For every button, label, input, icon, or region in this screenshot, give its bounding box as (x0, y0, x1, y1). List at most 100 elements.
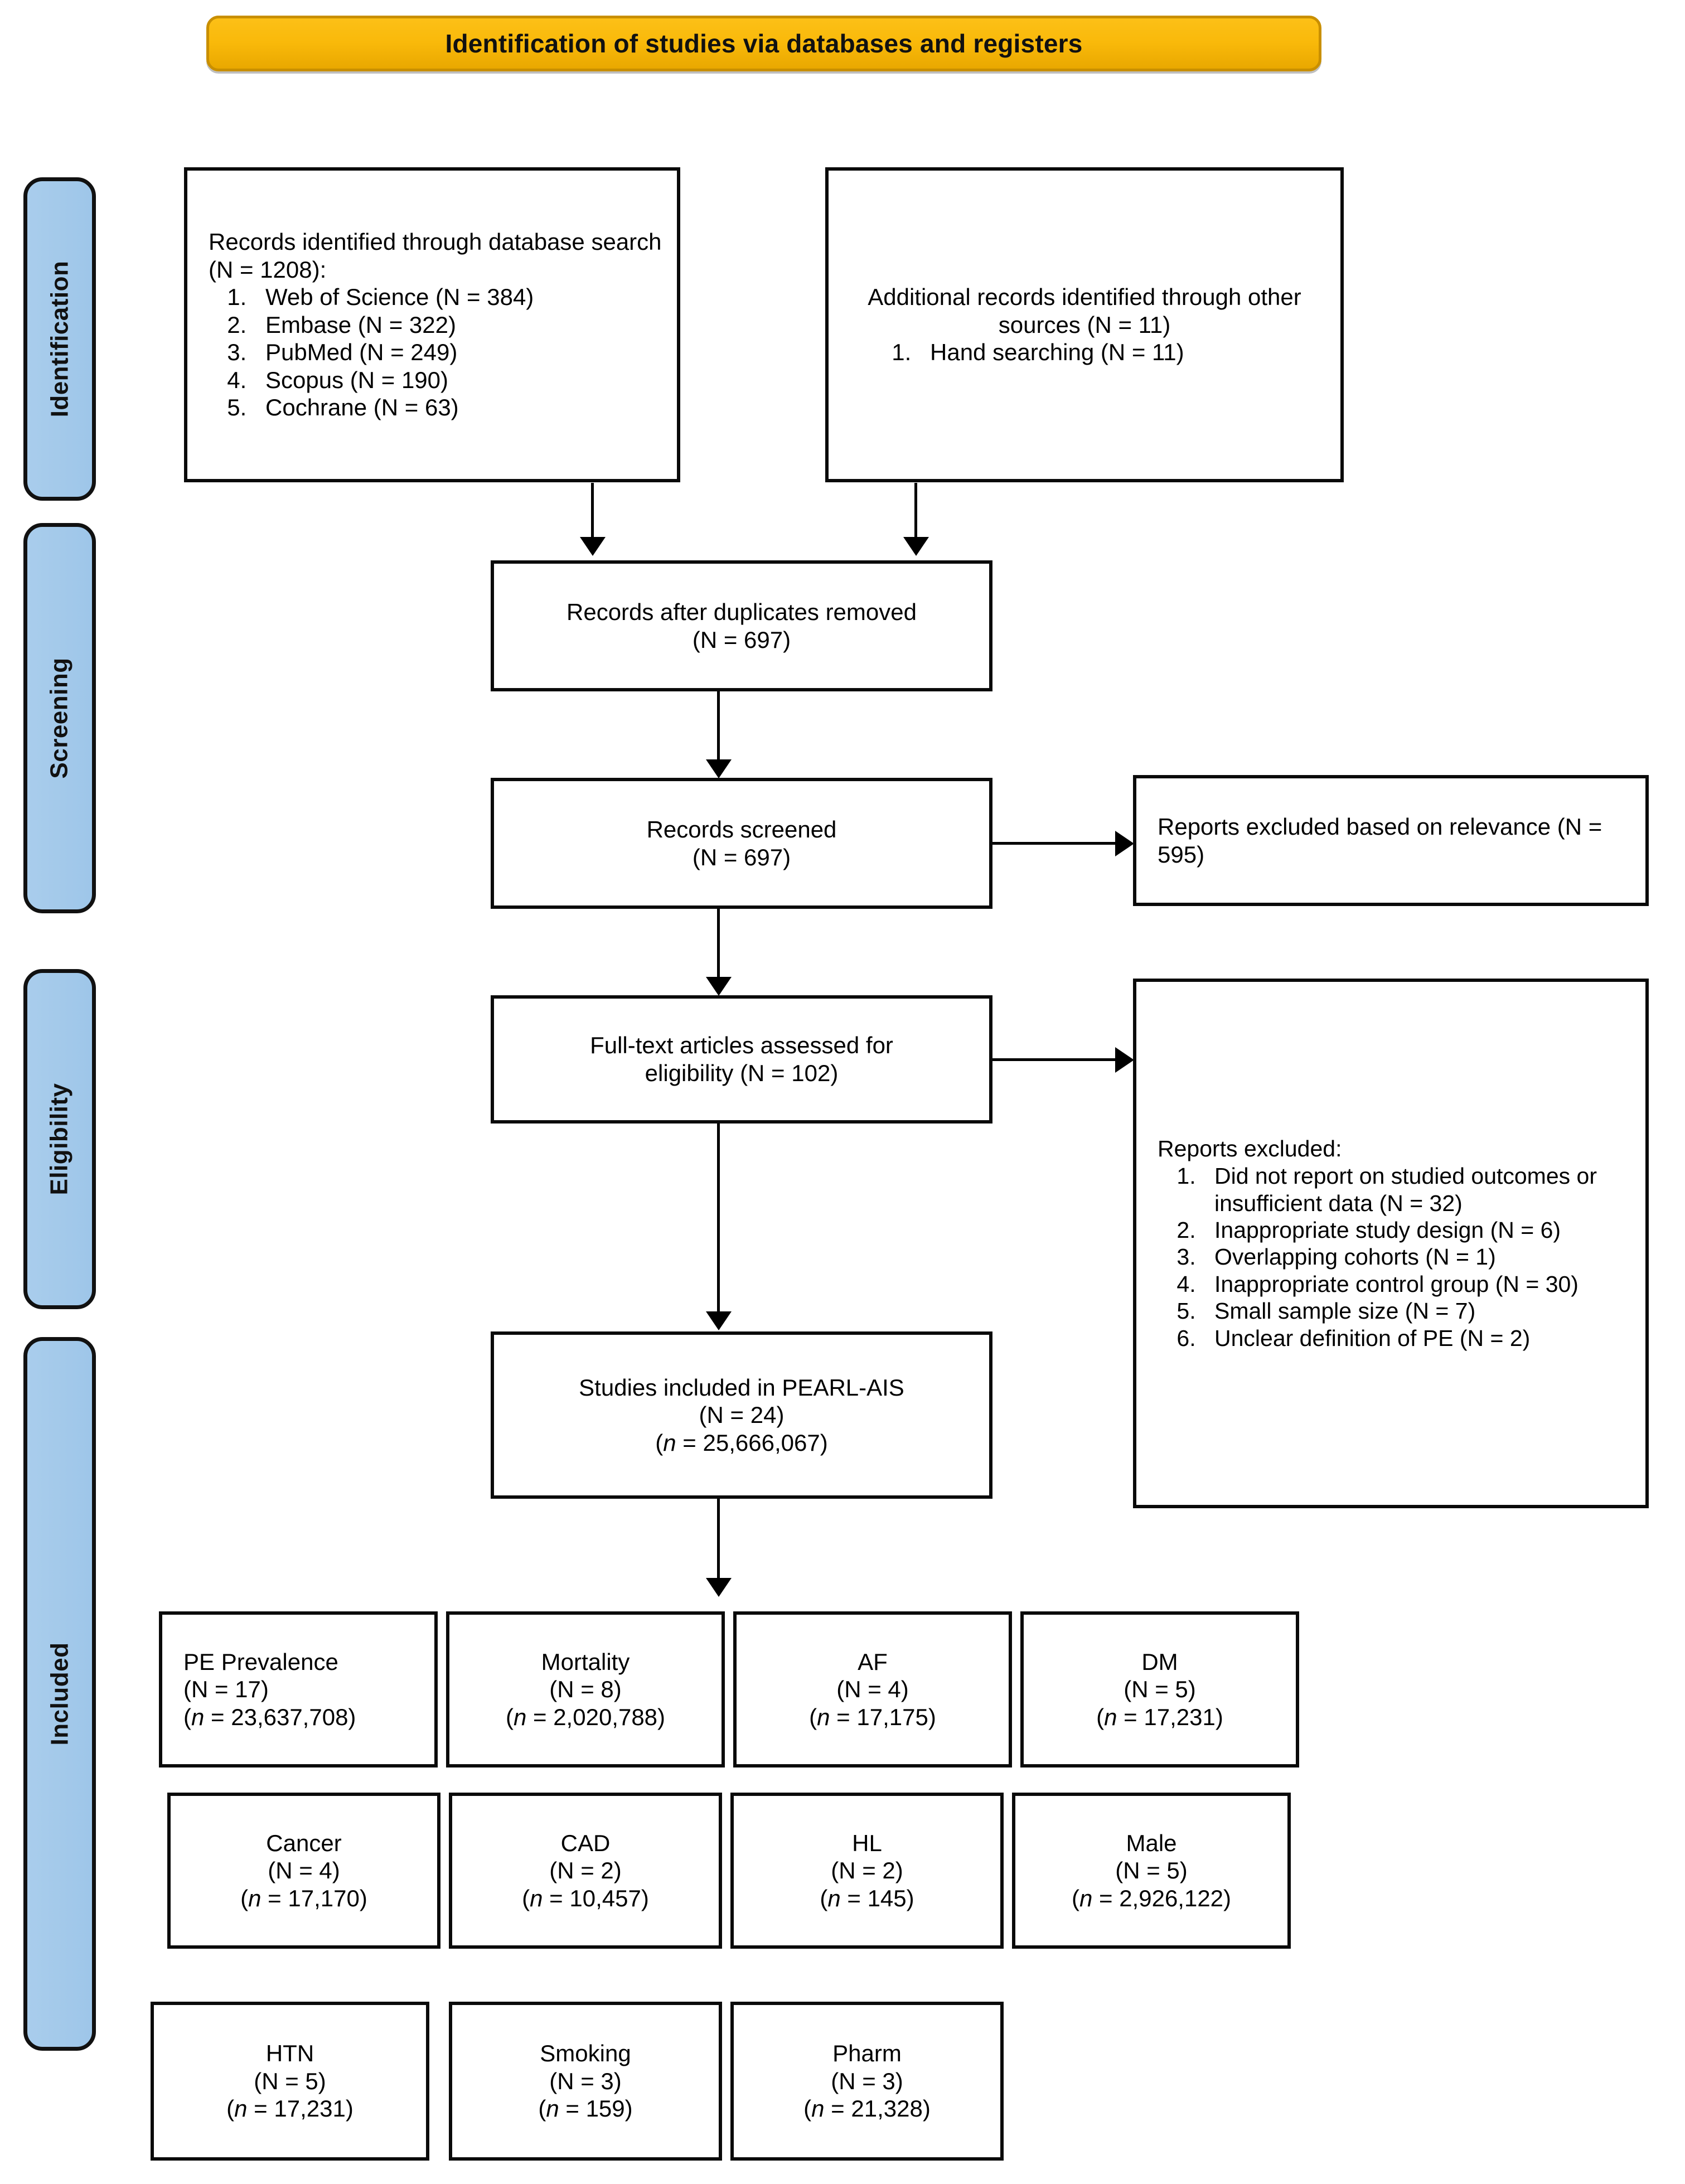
outcome-name: Male (1126, 1829, 1177, 1856)
phase-label-included: Included (23, 1337, 96, 2051)
fulltext-box-line1: Full-text articles assessed for (590, 1032, 893, 1059)
connector-db-to-duplicates (591, 483, 594, 541)
arrowhead-db-to-duplicates (580, 537, 606, 556)
paren-open: ( (809, 1703, 817, 1730)
outcome-participants: (n = 145) (820, 1885, 914, 1912)
screened-box-line2: (N = 697) (692, 844, 791, 870)
fulltext-box-line2: eligibility (N = 102) (645, 1060, 839, 1086)
included-box-line2: (N = 24) (699, 1402, 785, 1428)
outcome-box-cancer: Cancer (N = 4) (n = 17,170) (167, 1793, 440, 1949)
outcome-studies: (N = 17) (183, 1676, 269, 1703)
arrowhead-other-to-duplicates (903, 537, 929, 556)
paren-open: ( (820, 1885, 828, 1911)
italic-n: n (234, 2095, 248, 2122)
participants-value: = 17,175) (830, 1703, 936, 1730)
italic-n: n (827, 1885, 841, 1911)
screened-box-line1: Records screened (646, 816, 837, 842)
connector-fulltext-to-excluded (992, 1058, 1121, 1061)
outcome-name: HTN (265, 2040, 314, 2067)
outcome-box-dm: DM (N = 5) (n = 17,231) (1020, 1611, 1299, 1767)
italic-n: n (817, 1703, 830, 1730)
italic-n: n (191, 1703, 205, 1730)
outcome-studies: (N = 5) (1124, 1676, 1196, 1703)
arrowhead-included-to-outcomes (706, 1578, 732, 1597)
italic-n: n (663, 1429, 676, 1456)
outcome-box-htn: HTN (N = 5) (n = 17,231) (151, 2002, 429, 2161)
list-item: Inappropriate control group (N = 30) (1202, 1271, 1645, 1297)
outcome-participants: (n = 2,020,788) (506, 1703, 665, 1731)
paren-open: ( (183, 1703, 191, 1730)
additional-records-box: Additional records identified through ot… (825, 167, 1344, 482)
paren-open: ( (1096, 1703, 1105, 1730)
other-sources-list: Hand searching (N = 11) (829, 338, 1184, 366)
included-box-line3: (n = 25,666,067) (655, 1429, 827, 1457)
italic-n: n (248, 1885, 262, 1911)
list-item: Inappropriate study design (N = 6) (1202, 1217, 1645, 1243)
outcome-name: Pharm (832, 2040, 902, 2067)
italic-n: n (1104, 1703, 1117, 1730)
outcome-box-hl: HL (N = 2) (n = 145) (730, 1793, 1004, 1949)
italic-n: n (811, 2095, 825, 2122)
outcome-studies: (N = 2) (831, 1857, 903, 1884)
participants-value: = 25,666,067) (676, 1429, 828, 1456)
participants-value: = 2,020,788) (526, 1703, 666, 1730)
connector-included-to-outcomes (717, 1499, 720, 1582)
outcome-participants: (n = 10,457) (522, 1885, 649, 1912)
phase-label-eligibility: Eligibility (23, 969, 96, 1309)
records-after-duplicates-box: Records after duplicates removed (N = 69… (491, 560, 992, 691)
diagram-header-banner: Identification of studies via databases … (206, 16, 1321, 71)
participants-value: = 145) (840, 1885, 914, 1911)
outcome-studies: (N = 4) (836, 1676, 909, 1703)
list-item: Scopus (N = 190) (253, 366, 534, 394)
outcome-box-male: Male (N = 5) (n = 2,926,122) (1012, 1793, 1291, 1949)
outcome-name: Smoking (540, 2040, 631, 2067)
list-item: Unclear definition of PE (N = 2) (1202, 1325, 1645, 1352)
records-identified-database-box: Records identified through database sear… (184, 167, 680, 482)
participants-value: = 23,637,708) (204, 1703, 356, 1730)
duplicates-box-line2: (N = 697) (692, 626, 791, 653)
outcome-participants: (n = 17,231) (226, 2095, 354, 2123)
paren-open: ( (522, 1885, 530, 1911)
database-box-list: Web of Science (N = 384) Embase (N = 322… (187, 283, 534, 422)
outcome-participants: (n = 23,637,708) (162, 1703, 367, 1731)
participants-value: = 17,170) (261, 1885, 367, 1911)
arrowhead-screened-to-fulltext (706, 977, 732, 996)
included-box-line1: Studies included in PEARL-AIS (579, 1374, 904, 1401)
outcome-participants: (n = 17,231) (1096, 1703, 1223, 1731)
excluded-relevance-text: Reports excluded based on relevance (N =… (1158, 813, 1602, 868)
database-box-heading: Records identified through database sear… (209, 229, 662, 283)
italic-n: n (513, 1703, 527, 1730)
excluded-box-heading: Reports excluded: (1158, 1136, 1342, 1162)
outcome-box-af: AF (N = 4) (n = 17,175) (733, 1611, 1012, 1767)
outcome-studies: (N = 2) (549, 1857, 622, 1884)
outcome-name: Mortality (541, 1648, 630, 1675)
phase-label-screening: Screening (23, 523, 96, 913)
paren-open: ( (240, 1885, 249, 1911)
list-item: Did not report on studied outcomes or in… (1202, 1163, 1645, 1217)
outcome-participants: (n = 17,175) (809, 1703, 936, 1731)
excluded-box-list: Did not report on studied outcomes or in… (1136, 1163, 1645, 1352)
outcome-studies: (N = 4) (268, 1857, 340, 1884)
outcome-box-pharm: Pharm (N = 3) (n = 21,328) (730, 2002, 1004, 2161)
paren-open: ( (538, 2095, 546, 2122)
arrowhead-fulltext-to-included (706, 1311, 732, 1330)
phase-label-included-text: Included (46, 1642, 73, 1746)
phase-label-identification-text: Identification (46, 260, 73, 418)
outcome-studies: (N = 5) (254, 2067, 326, 2094)
outcome-name: PE Prevalence (183, 1648, 338, 1675)
participants-value: = 17,231) (1117, 1703, 1223, 1730)
list-item: Web of Science (N = 384) (253, 283, 534, 311)
participants-value: = 2,926,122) (1092, 1885, 1232, 1911)
connector-duplicates-to-screened (717, 691, 720, 764)
phase-label-identification: Identification (23, 177, 96, 501)
list-item: Hand searching (N = 11) (918, 338, 1184, 366)
italic-n: n (1079, 1885, 1093, 1911)
list-item: Cochrane (N = 63) (253, 394, 534, 422)
outcome-studies: (N = 5) (1115, 1857, 1188, 1884)
participants-value: = 159) (559, 2095, 633, 2122)
outcome-name: HL (852, 1829, 882, 1856)
arrowhead-fulltext-to-excluded (1115, 1047, 1134, 1073)
outcome-name: AF (858, 1648, 888, 1675)
studies-included-box: Studies included in PEARL-AIS (N = 24) (… (491, 1331, 992, 1499)
